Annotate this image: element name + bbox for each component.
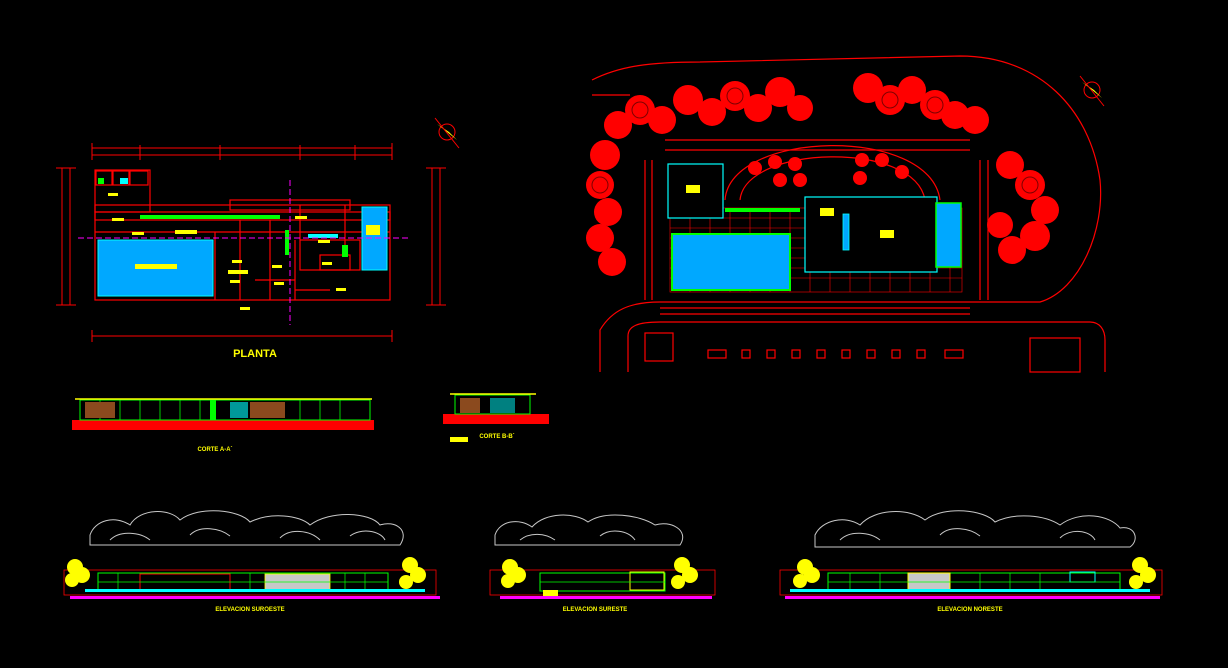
plan-side-marker [366, 225, 380, 235]
elevation-northeast-title: ELEVACION NORESTE [937, 607, 1002, 613]
elevation-clouds [89, 510, 404, 546]
elevation-southeast-title: ELEVACION SURESTE [563, 607, 628, 613]
floor-plan: PLANTA [56, 117, 460, 360]
north-arrow-icon [1079, 75, 1105, 107]
section-b-title: CORTE B-B´ [479, 434, 514, 440]
site-tree-outlines [591, 87, 1039, 194]
section-a-wall [250, 402, 285, 418]
plan-dimension-lines [56, 143, 446, 342]
site-green-strip [725, 208, 800, 212]
plan-fixture [98, 178, 104, 184]
plan-side-pool [361, 206, 388, 271]
elevation-northeast: ELEVACION NORESTE [779, 510, 1163, 613]
plan-arrows [108, 193, 346, 310]
plan-pool-marker [135, 264, 177, 269]
section-a: CORTE A-A´ [72, 398, 374, 453]
plan-fixture [285, 230, 289, 255]
north-arrow-icon [434, 117, 460, 149]
site-marker [820, 208, 834, 216]
section-a-title: CORTE A-A´ [197, 447, 232, 453]
site-marker [686, 185, 700, 193]
plan-fixture [342, 245, 348, 257]
elevation-southwest: ELEVACION SUROESTE [63, 510, 440, 613]
site-side-pool [935, 202, 962, 268]
section-a-wall [85, 402, 115, 418]
elevation-southeast: ELEVACION SURESTE [489, 514, 716, 613]
plan-green-strip [140, 215, 280, 219]
site-marker [880, 230, 894, 238]
site-plan [586, 55, 1106, 373]
plan-title: PLANTA [233, 348, 277, 360]
plan-fixture [308, 234, 338, 238]
plan-fixture [120, 178, 128, 184]
site-pool [671, 233, 791, 291]
section-b-ground [443, 414, 549, 424]
site-water-channel [842, 213, 850, 251]
site-trees [586, 73, 1059, 276]
elevation-southwest-title: ELEVACION SUROESTE [215, 607, 284, 613]
section-b: CORTE B-B´ [443, 393, 549, 442]
section-a-ground [72, 420, 374, 430]
site-boundary [591, 55, 1106, 373]
elevation-tree [65, 557, 426, 589]
